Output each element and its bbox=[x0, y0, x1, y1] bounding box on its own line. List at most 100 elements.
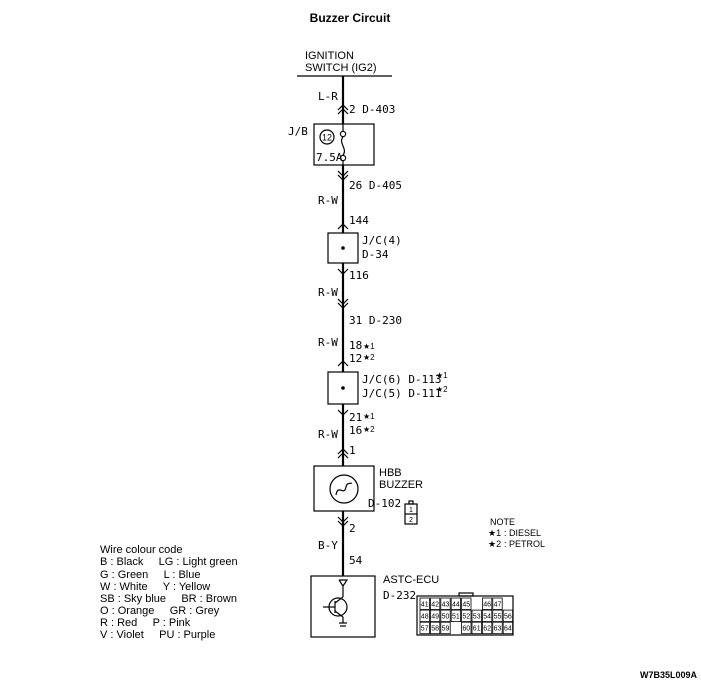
ecu-pin-number: 62 bbox=[483, 626, 491, 633]
jc5-label: J/C(5) D-111 bbox=[362, 387, 441, 400]
ecu-pin-cell bbox=[440, 597, 451, 610]
ignition-label-line1: IGNITION bbox=[305, 50, 354, 62]
wire-color-r-w-2: R-W bbox=[318, 286, 338, 299]
fuse-amperage: 7.5A bbox=[316, 151, 343, 164]
note-star2: ★2 bbox=[488, 539, 501, 549]
ecu-pin-cell bbox=[461, 621, 472, 635]
ecu-pin-cell bbox=[492, 597, 503, 610]
ecu-pin-number: 50 bbox=[442, 614, 450, 621]
pin-16: 16 bbox=[349, 424, 362, 437]
buzzer-connector-icon bbox=[404, 500, 418, 525]
jc5-star: ★2 bbox=[436, 385, 448, 394]
buzzer-icon bbox=[329, 474, 359, 504]
pin-54: 54 bbox=[349, 554, 363, 567]
buzzer-box bbox=[313, 465, 375, 512]
ecu-pin-cell bbox=[429, 609, 441, 622]
ecu-pin-number: 46 bbox=[483, 602, 491, 609]
ecu-pin-cell bbox=[471, 621, 482, 635]
transistor-icon bbox=[323, 579, 349, 627]
jc4-code: D-34 bbox=[362, 248, 389, 261]
ecu-pin-number: 52 bbox=[462, 614, 470, 621]
note-line-diesel: : DIESEL bbox=[504, 528, 541, 538]
diagram-title: Buzzer Circuit bbox=[310, 11, 391, 25]
ecu-pin-number: 42 bbox=[431, 602, 439, 609]
ecu-pin-number: 54 bbox=[483, 614, 491, 621]
pin-16-star: ★2 bbox=[363, 425, 375, 434]
ecu-pin-cell bbox=[429, 597, 441, 610]
pin-12: 12 bbox=[349, 352, 362, 365]
ecu-pin-cell bbox=[450, 597, 462, 610]
fuse-icon bbox=[339, 124, 347, 165]
ecu-pin-number: 44 bbox=[452, 602, 460, 609]
pin-18: 18 bbox=[349, 339, 362, 352]
joint-node-2 bbox=[341, 386, 345, 390]
pin-2-d-403: 2 D-403 bbox=[349, 103, 395, 116]
ecu-pin-cell bbox=[502, 621, 514, 635]
ecu-pin-number: 49 bbox=[431, 614, 439, 621]
pin-2: 2 bbox=[349, 522, 356, 535]
ecu-pin-number: 63 bbox=[494, 626, 502, 633]
ecu-pin-cell bbox=[492, 609, 503, 622]
ecu-pin-cell bbox=[419, 621, 430, 635]
wire-color-r-w-4: R-W bbox=[318, 428, 338, 441]
fuse-number: 12 bbox=[322, 133, 332, 143]
ecu-pin-cell bbox=[429, 621, 441, 635]
legend-line: W : White Y : Yellow bbox=[100, 581, 210, 593]
pin-21: 21 bbox=[349, 411, 362, 424]
pin-31-d-230: 31 D-230 bbox=[349, 314, 402, 327]
jb-label: J/B bbox=[288, 125, 308, 138]
buzzer-code: D-102 bbox=[368, 497, 401, 510]
ecu-pin-cell bbox=[461, 597, 472, 610]
wire-color-r-w-1: R-W bbox=[318, 194, 338, 207]
legend-line: V : Violet PU : Purple bbox=[100, 629, 215, 641]
ecu-pin-number: 48 bbox=[421, 614, 429, 621]
ecu-pin-number: 60 bbox=[462, 626, 470, 633]
ecu-pin-number: 61 bbox=[473, 626, 481, 633]
ecu-pin-cell bbox=[481, 609, 493, 622]
ecu-pin-number: 47 bbox=[494, 602, 502, 609]
jc6-label: J/C(6) D-113 bbox=[362, 373, 441, 386]
ecu-pin-cell bbox=[450, 609, 462, 622]
ecu-pin-cell bbox=[492, 621, 503, 635]
buzzer-connector-pin1: 1 bbox=[409, 507, 413, 514]
wire-color-l-r: L-R bbox=[318, 90, 338, 103]
note-star1: ★1 bbox=[488, 528, 501, 538]
ecu-pin-number: 51 bbox=[452, 614, 460, 621]
ecu-pin-number: 55 bbox=[494, 614, 502, 621]
buzzer-label-line1: HBB bbox=[379, 467, 402, 479]
fuse-number-circle bbox=[319, 129, 335, 145]
jc6-star: ★1 bbox=[436, 371, 448, 380]
ecu-pin-number: 56 bbox=[504, 614, 512, 621]
ecu-pin-cell bbox=[419, 597, 430, 610]
legend-line: O : Orange GR : Grey bbox=[100, 605, 220, 617]
jc4-label: J/C(4) bbox=[362, 234, 402, 247]
buzzer-label-line2: BUZZER bbox=[379, 479, 423, 491]
pin-26-d-405: 26 D-405 bbox=[349, 179, 402, 192]
legend-heading: Wire colour code bbox=[100, 544, 183, 556]
ecu-pin-number: 43 bbox=[442, 602, 450, 609]
pin-144: 144 bbox=[349, 214, 369, 227]
pin-116: 116 bbox=[349, 269, 369, 282]
ignition-label-line2: SWITCH (IG2) bbox=[305, 62, 377, 74]
ecu-pin-number: 41 bbox=[421, 602, 429, 609]
wire-colour-legend: Wire colour code B : Black LG : Light gr… bbox=[100, 544, 238, 641]
pin-1: 1 bbox=[349, 444, 356, 457]
ecu-pin-cell bbox=[471, 609, 482, 622]
ecu-pin-cell bbox=[502, 609, 514, 622]
ecu-pin-cell bbox=[440, 609, 451, 622]
ecu-pin-number: 53 bbox=[473, 614, 481, 621]
pin-21-star: ★1 bbox=[363, 412, 375, 421]
buzzer-connector-pin2: 2 bbox=[409, 517, 413, 524]
legend-line: B : Black LG : Light green bbox=[100, 556, 238, 568]
joint-node bbox=[341, 246, 345, 250]
ecu-pin-cell bbox=[419, 609, 430, 622]
note-line-petrol: : PETROL bbox=[504, 539, 545, 549]
ecu-pin-number: 59 bbox=[442, 626, 450, 633]
ecu-pin-cell bbox=[461, 609, 472, 622]
ecu-pin-cell bbox=[481, 597, 493, 610]
ecu-code: D-232 bbox=[383, 589, 416, 602]
ecu-pin-number: 64 bbox=[504, 626, 512, 633]
wire-color-r-w-3: R-W bbox=[318, 336, 338, 349]
